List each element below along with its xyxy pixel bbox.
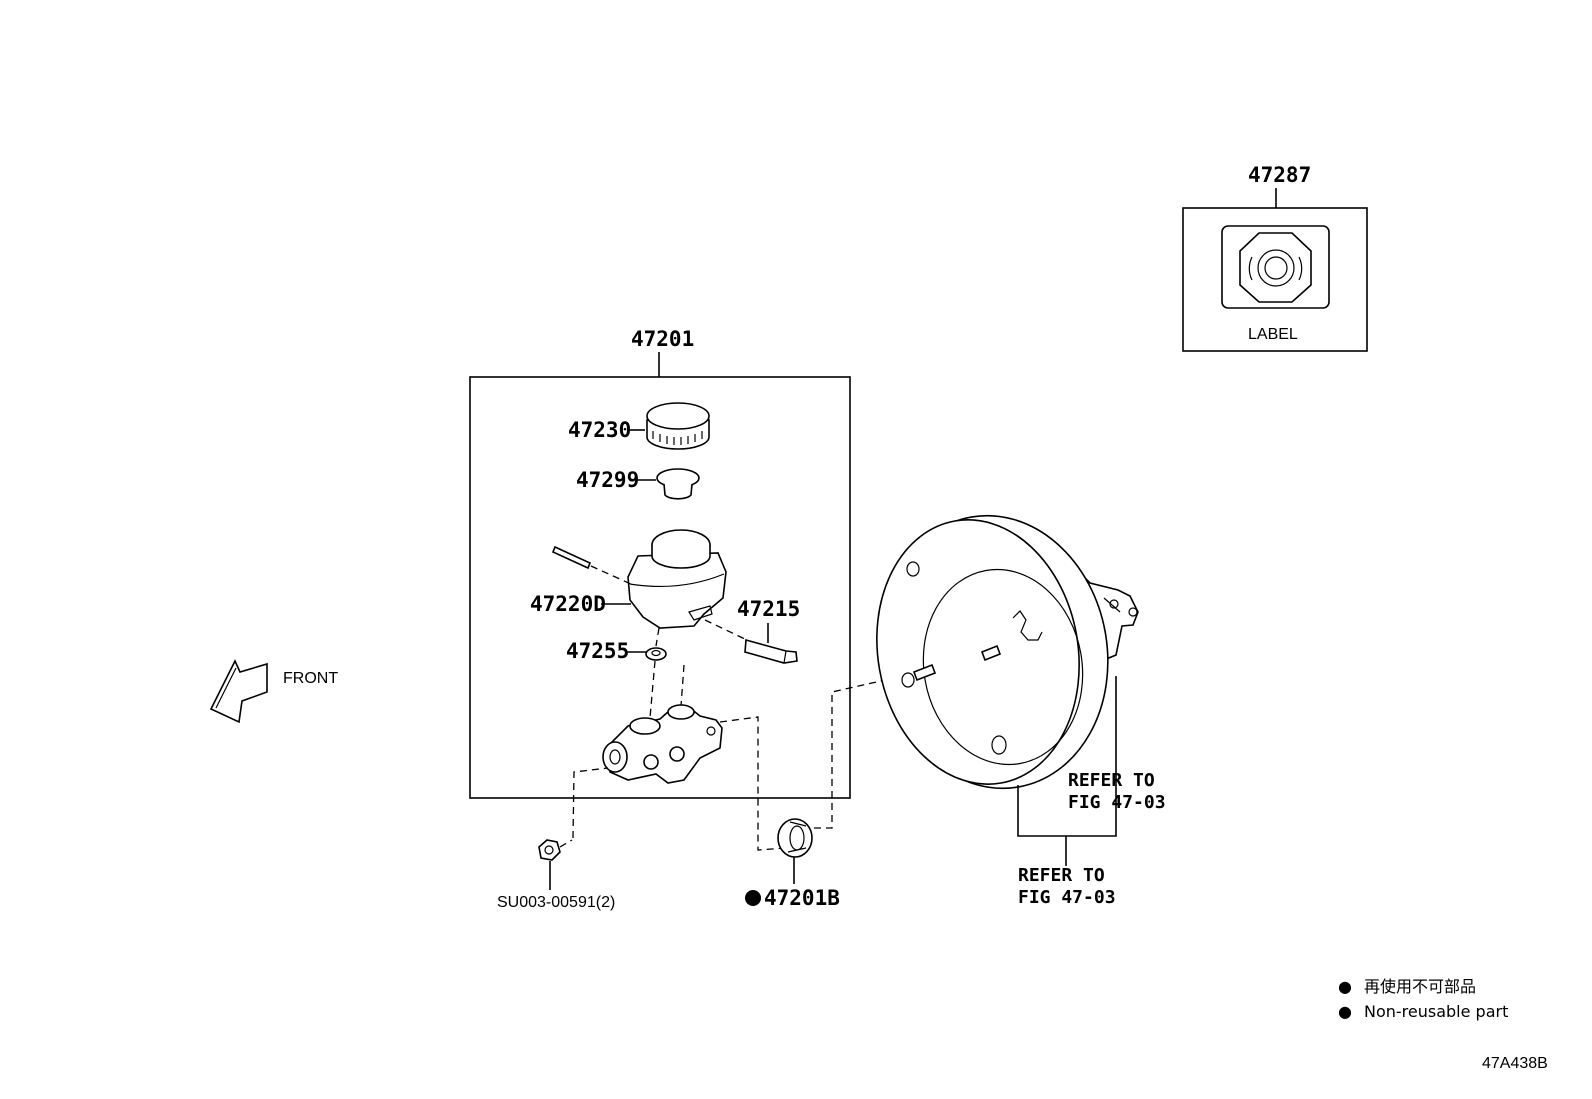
- figure-code: 47A438B: [1482, 1055, 1548, 1072]
- legend-marker-en: ●: [1338, 1002, 1352, 1021]
- refer-to-upper-line1: REFER TO: [1068, 770, 1155, 791]
- non-reusable-marker: [745, 890, 761, 906]
- refer-to-lower-line2[interactable]: FIG 47-03: [1018, 887, 1116, 908]
- refer-to-lower-line1: REFER TO: [1018, 865, 1105, 886]
- label-part-box: [1182, 207, 1368, 352]
- legend-text-en: Non-reusable part: [1364, 1002, 1508, 1021]
- reservoir-pin[interactable]: [551, 545, 592, 570]
- refer-to-upper-line2[interactable]: FIG 47-03: [1068, 792, 1166, 813]
- label-octagon-icon: [1221, 225, 1330, 309]
- front-arrow-icon: [209, 659, 268, 724]
- part-number-47255[interactable]: 47255: [566, 639, 629, 663]
- brake-booster[interactable]: [856, 498, 1139, 807]
- legend-marker-jp: ●: [1338, 977, 1352, 996]
- part-number-47201[interactable]: 47201: [631, 327, 694, 351]
- nut-part-code[interactable]: SU003-00591(2): [497, 894, 615, 911]
- legend-text-jp: 再使用不可部品: [1364, 977, 1476, 996]
- part-number-47230[interactable]: 47230: [568, 418, 631, 442]
- part-number-47287[interactable]: 47287: [1248, 163, 1311, 187]
- part-number-47220D[interactable]: 47220D: [530, 592, 606, 616]
- reservoir-strainer[interactable]: [656, 468, 700, 500]
- label-box-text: LABEL: [1248, 326, 1298, 343]
- master-cylinder-body[interactable]: [602, 704, 723, 784]
- reservoir-cap[interactable]: [646, 402, 710, 450]
- brake-reservoir[interactable]: [627, 529, 727, 629]
- fluid-level-sensor[interactable]: [744, 638, 798, 664]
- front-direction-label: FRONT: [283, 670, 338, 687]
- master-cylinder-group-box: [469, 376, 851, 799]
- flange-nut[interactable]: [538, 839, 561, 861]
- non-reusable-dot-icon: [745, 890, 761, 906]
- part-number-47201B[interactable]: 47201B: [764, 886, 840, 910]
- part-number-47215[interactable]: 47215: [737, 597, 800, 621]
- reservoir-grommet[interactable]: [645, 647, 667, 661]
- booster-seal[interactable]: [777, 818, 813, 858]
- part-number-47299[interactable]: 47299: [576, 468, 639, 492]
